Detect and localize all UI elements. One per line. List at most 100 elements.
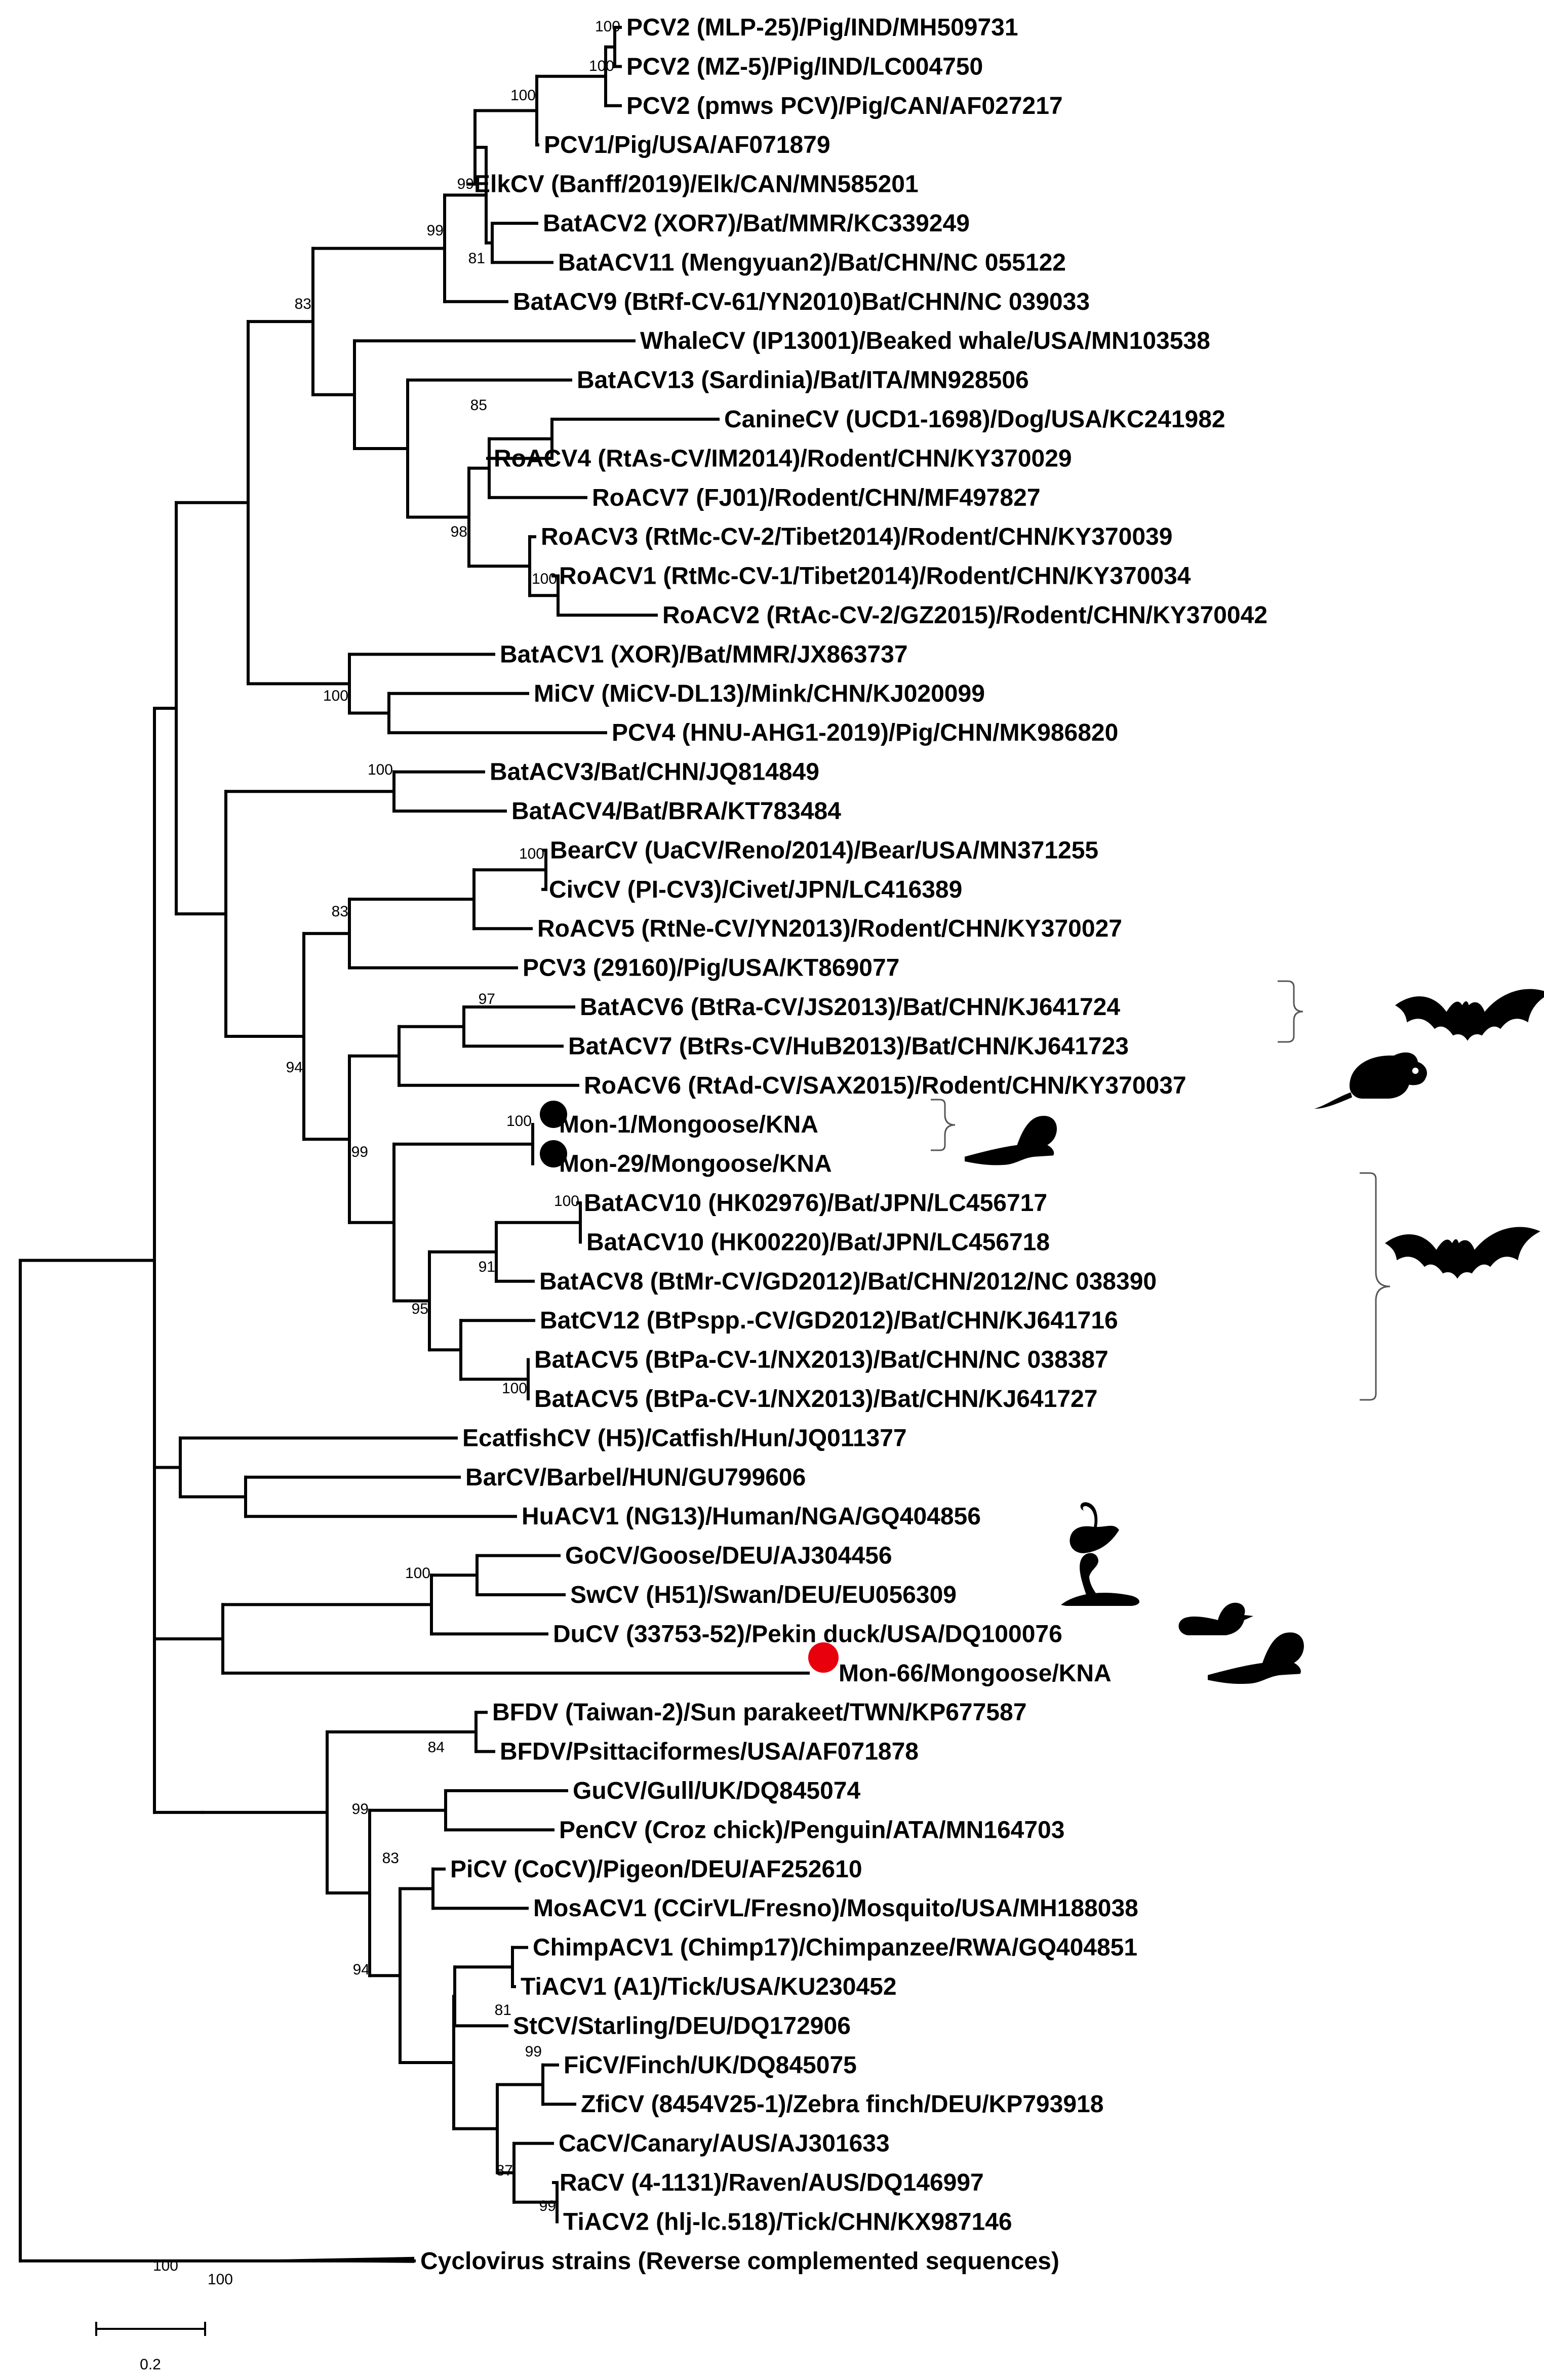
- mongoose-mon1-marker: [540, 1101, 567, 1128]
- taxon-label: BearCV (UaCV/Reno/2014)/Bear/USA/MN37125…: [550, 837, 1098, 864]
- taxon-label: BatACV2 (XOR7)/Bat/MMR/KC339249: [543, 210, 970, 237]
- bat-group-brace-2: [1360, 1172, 1391, 1401]
- bootstrap-label: 100: [208, 2271, 233, 2288]
- swan-icon: [1061, 1553, 1139, 1606]
- taxon-label: PCV2 (MZ-5)/Pig/IND/LC004750: [626, 53, 983, 80]
- taxon-label: RoACV2 (RtAc-CV-2/GZ2015)/Rodent/CHN/KY3…: [662, 602, 1268, 629]
- taxon-label: PiCV (CoCV)/Pigeon/DEU/AF252610: [450, 1856, 862, 1883]
- bootstrap-label: 85: [470, 397, 487, 414]
- bootstrap-label: 100: [368, 761, 393, 778]
- bat-icon: [1395, 989, 1544, 1041]
- taxon-label: RoACV7 (FJ01)/Rodent/CHN/MF497827: [592, 485, 1041, 511]
- taxon-label: RoACV6 (RtAd-CV/SAX2015)/Rodent/CHN/KY37…: [584, 1072, 1186, 1099]
- taxon-label: MiCV (MiCV-DL13)/Mink/CHN/KJ020099: [534, 680, 985, 707]
- bootstrap-label: 100: [554, 1193, 579, 1209]
- taxon-label: CivCV (PI-CV3)/Civet/JPN/LC416389: [549, 876, 962, 903]
- taxon-label: PCV1/Pig/USA/AF071879: [544, 132, 830, 158]
- bootstrap-label: 83: [332, 903, 348, 920]
- taxon-label: GoCV/Goose/DEU/AJ304456: [565, 1543, 892, 1569]
- taxon-label: BatACV1 (XOR)/Bat/MMR/JX863737: [500, 641, 908, 668]
- taxon-label: BatACV10 (HK02976)/Bat/JPN/LC456717: [584, 1190, 1047, 1217]
- scale-bar-label: 0.2: [140, 2356, 161, 2373]
- taxon-label: GuCV/Gull/UK/DQ845074: [573, 1778, 860, 1804]
- taxon-label: RoACV3 (RtMc-CV-2/Tibet2014)/Rodent/CHN/…: [541, 523, 1172, 550]
- taxon-label: RoACV1 (RtMc-CV-1/Tibet2014)/Rodent/CHN/…: [559, 563, 1191, 590]
- mongoose-icon: [965, 1115, 1057, 1165]
- bootstrap-label: 100: [506, 1113, 532, 1130]
- taxon-label: TiACV2 (hlj-lc.518)/Tick/CHN/KX987146: [563, 2208, 1012, 2235]
- mongoose-mon29-marker: [540, 1140, 567, 1167]
- mongoose-mon66-marker: [808, 1642, 839, 1673]
- bootstrap-label: 99: [351, 1144, 368, 1160]
- bootstrap-label: 84: [428, 1739, 445, 1756]
- bootstrap-label: 94: [353, 1961, 370, 1978]
- taxon-label: PCV4 (HNU-AHG1-2019)/Pig/CHN/MK986820: [612, 719, 1118, 746]
- taxon-label: TiACV1 (A1)/Tick/USA/KU230452: [521, 1973, 897, 2000]
- taxon-label: BarCV/Barbel/HUN/GU799606: [465, 1464, 806, 1491]
- taxon-label: BatACV6 (BtRa-CV/JS2013)/Bat/CHN/KJ64172…: [580, 994, 1120, 1021]
- taxon-label: RaCV (4-1131)/Raven/AUS/DQ146997: [560, 2169, 984, 2196]
- bootstrap-label: 99: [525, 2043, 542, 2060]
- taxon-label: CaCV/Canary/AUS/AJ301633: [559, 2130, 890, 2157]
- bootstrap-label: 83: [295, 296, 311, 312]
- bootstrap-label: 83: [382, 1850, 399, 1867]
- taxon-label: EcatfishCV (H5)/Catfish/Hun/JQ011377: [462, 1425, 907, 1451]
- duck-icon: [1178, 1602, 1253, 1635]
- taxon-label: Cyclovirus strains (Reverse complemented…: [420, 2248, 1059, 2275]
- bootstrap-label: 100: [405, 1565, 430, 1582]
- bootstrap-label: 100: [589, 58, 614, 74]
- taxon-label: ElkCV (Banff/2019)/Elk/CAN/MN585201: [474, 171, 919, 198]
- taxon-label: Mon-66/Mongoose/KNA: [839, 1660, 1112, 1687]
- taxon-label: Mon-29/Mongoose/KNA: [559, 1151, 832, 1178]
- bootstrap-label: 81: [495, 2002, 511, 2019]
- taxon-label: Mon-1/Mongoose/KNA: [559, 1111, 818, 1138]
- tree-branches: [19, 26, 810, 2263]
- bootstrap-label: 100: [153, 2257, 178, 2274]
- taxon-label: BatCV12 (BtPspp.-CV/GD2012)/Bat/CHN/KJ64…: [540, 1307, 1118, 1334]
- taxon-label: CanineCV (UCD1-1698)/Dog/USA/KC241982: [724, 406, 1225, 433]
- bootstrap-label: 100: [510, 87, 536, 104]
- taxon-label: BatACV8 (BtMr-CV/GD2012)/Bat/CHN/2012/NC…: [539, 1268, 1157, 1295]
- bootstrap-label: 99: [352, 1801, 369, 1818]
- bootstrap-label: 81: [468, 250, 485, 267]
- scale-bar: 0.2: [95, 2322, 206, 2373]
- goose-icon: [1070, 1502, 1119, 1553]
- mongoose-group-brace: [931, 1099, 956, 1151]
- taxon-label: PCV3 (29160)/Pig/USA/KT869077: [523, 955, 899, 982]
- taxon-label: HuACV1 (NG13)/Human/NGA/GQ404856: [522, 1503, 981, 1530]
- taxon-label: StCV/Starling/DEU/DQ172906: [513, 2012, 851, 2039]
- taxon-label: BatACV3/Bat/CHN/JQ814849: [490, 759, 819, 786]
- taxon-label: WhaleCV (IP13001)/Beaked whale/USA/MN103…: [640, 328, 1210, 354]
- taxon-label: BatACV11 (Mengyuan2)/Bat/CHN/NC 055122: [558, 249, 1066, 276]
- rodent-icon: [1314, 1052, 1427, 1109]
- bootstrap-label: 99: [427, 222, 444, 239]
- taxon-label: FiCV/Finch/UK/DQ845075: [564, 2052, 857, 2079]
- taxon-label: BatACV9 (BtRf-CV-61/YN2010)Bat/CHN/NC 03…: [513, 289, 1090, 315]
- taxon-label: BatACV4/Bat/BRA/KT783484: [511, 798, 841, 825]
- bat-icon: [1385, 1227, 1540, 1279]
- taxon-label: BatACV13 (Sardinia)/Bat/ITA/MN928506: [577, 367, 1029, 394]
- bootstrap-label: 87: [496, 2162, 513, 2179]
- bootstrap-label: 91: [479, 1259, 495, 1275]
- mongoose-icon: [1208, 1632, 1304, 1684]
- bootstrap-values: 100 100 100 99 81 99 83 85 98 100 100 100 100 83 97 94 9…: [153, 18, 620, 2288]
- bootstrap-label: 99: [457, 176, 474, 192]
- taxon-label: BatACV10 (HK00220)/Bat/JPN/LC456718: [586, 1229, 1050, 1256]
- bootstrap-label: 98: [451, 523, 467, 540]
- taxon-label: PCV2 (pmws PCV)/Pig/CAN/AF027217: [626, 93, 1063, 119]
- bootstrap-label: 94: [286, 1059, 303, 1076]
- taxon-label: BatACV5 (BtPa-CV-1/NX2013)/Bat/CHN/KJ641…: [534, 1386, 1097, 1413]
- taxon-label: RoACV4 (RtAs-CV/IM2014)/Rodent/CHN/KY370…: [494, 445, 1072, 472]
- bootstrap-label: 100: [532, 571, 557, 587]
- collapsed-clade-wedge: [203, 2256, 414, 2263]
- bootstrap-label: 95: [412, 1301, 428, 1317]
- taxon-label: SwCV (H51)/Swan/DEU/EU056309: [570, 1582, 957, 1608]
- taxon-label: PenCV (Croz chick)/Penguin/ATA/MN164703: [559, 1817, 1064, 1843]
- bootstrap-label: 97: [479, 991, 495, 1007]
- bootstrap-label: 100: [595, 18, 620, 35]
- taxon-label: ChimpACV1 (Chimp17)/Chimpanzee/RWA/GQ404…: [533, 1934, 1137, 1961]
- taxon-label: BatACV5 (BtPa-CV-1/NX2013)/Bat/CHN/NC 03…: [534, 1347, 1108, 1374]
- taxon-label: PCV2 (MLP-25)/Pig/IND/MH509731: [626, 14, 1018, 41]
